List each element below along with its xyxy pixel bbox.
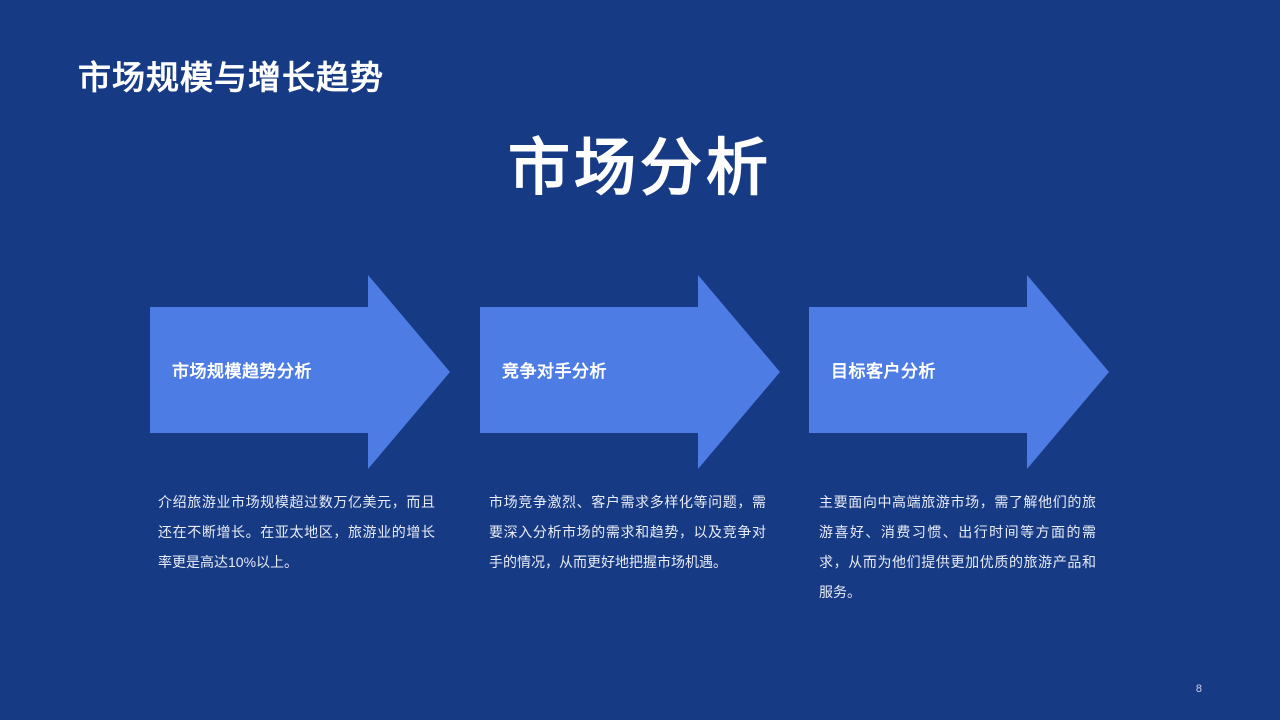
right-arrow-icon (809, 275, 1109, 469)
process-step-3-label: 目标客户分析 (831, 361, 936, 381)
right-arrow-icon (150, 275, 450, 469)
process-step-1-label: 市场规模趋势分析 (172, 361, 312, 381)
process-step-1[interactable]: 市场规模趋势分析 (150, 272, 450, 472)
process-step-2-description: 市场竞争激烈、客户需求多样化等问题，需要深入分析市场的需求和趋势，以及竞争对手的… (489, 494, 766, 570)
process-step-3[interactable]: 目标客户分析 (809, 272, 1109, 472)
page-number: 8 (1195, 683, 1202, 695)
page-title: 市场分析 (507, 134, 772, 203)
process-step-3-description: 主要面向中高端旅游市场，需了解他们的旅游喜好、消费习惯、出行时间等方面的需求，从… (819, 494, 1096, 600)
right-arrow-icon (480, 275, 780, 469)
process-step-2[interactable]: 竞争对手分析 (480, 272, 780, 472)
process-step-2-label: 竞争对手分析 (502, 361, 607, 381)
process-arrow-row: 市场规模趋势分析 竞争对手分析 目标客户分析 (0, 272, 1280, 477)
description-row: 介绍旅游业市场规模超过数万亿美元，而且还在不断增长。在亚太地区，旅游业的增长率更… (0, 487, 1280, 627)
slide-section-title: 市场规模与增长趋势 (78, 59, 384, 96)
process-step-1-description: 介绍旅游业市场规模超过数万亿美元，而且还在不断增长。在亚太地区，旅游业的增长率更… (158, 494, 435, 570)
